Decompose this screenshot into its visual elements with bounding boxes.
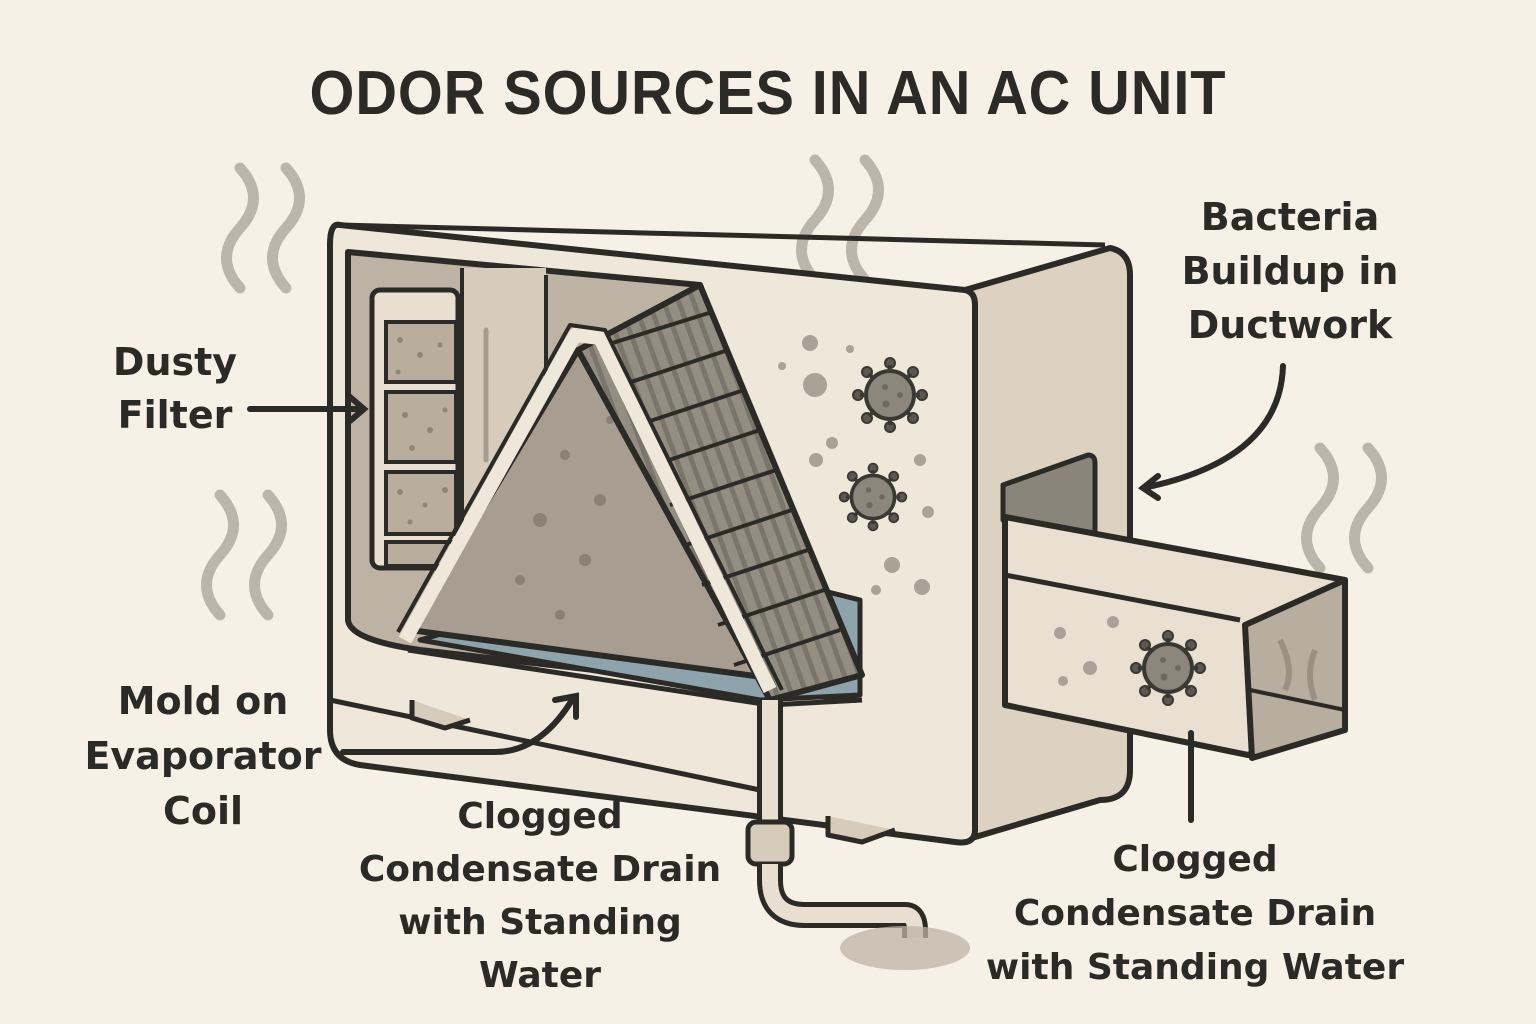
label-clogged-drain-left: Clogged Condensate Drain with Standing W…	[340, 790, 740, 1002]
label-line: Dusty	[112, 340, 238, 384]
label-line: Ductwork	[1187, 303, 1393, 347]
puddle-icon	[840, 926, 970, 970]
label-line: Coil	[162, 789, 244, 833]
label-mold-evaporator-coil: Mold on Evaporator Coil	[72, 674, 334, 839]
label-line: with Standing Water	[985, 947, 1405, 988]
label-line: Evaporator	[84, 734, 322, 778]
label-line: Condensate Drain	[1013, 893, 1377, 934]
label-line: Buildup in	[1181, 249, 1399, 293]
label-line: Filter	[117, 393, 233, 437]
dusty-filter	[369, 287, 461, 571]
label-line: Bacteria	[1200, 195, 1380, 239]
germ-icon	[837, 461, 909, 533]
label-line: Clogged	[457, 796, 623, 837]
label-bacteria-ductwork: Bacteria Buildup in Ductwork	[1160, 190, 1420, 352]
label-line: Condensate Drain	[358, 849, 722, 890]
ductwork	[1000, 452, 1348, 761]
drain-pipe-icon	[745, 700, 928, 938]
label-line: Clogged	[1112, 839, 1278, 880]
germ-icon	[851, 356, 929, 434]
arrow-right-icon	[247, 394, 369, 424]
page-title: ODOR SOURCES IN AN AC UNIT	[309, 59, 1227, 128]
curved-arrow-icon	[340, 692, 579, 755]
evaporator-coil	[396, 282, 865, 703]
label-clogged-drain-right: Clogged Condensate Drain with Standing W…	[970, 833, 1420, 995]
label-line: Mold on	[117, 679, 289, 723]
curved-arrow-icon	[1137, 363, 1286, 501]
label-line: with Standing Water	[398, 902, 682, 996]
mold-spot-icon	[778, 335, 934, 595]
label-dusty-filter: Dusty Filter	[90, 336, 260, 442]
